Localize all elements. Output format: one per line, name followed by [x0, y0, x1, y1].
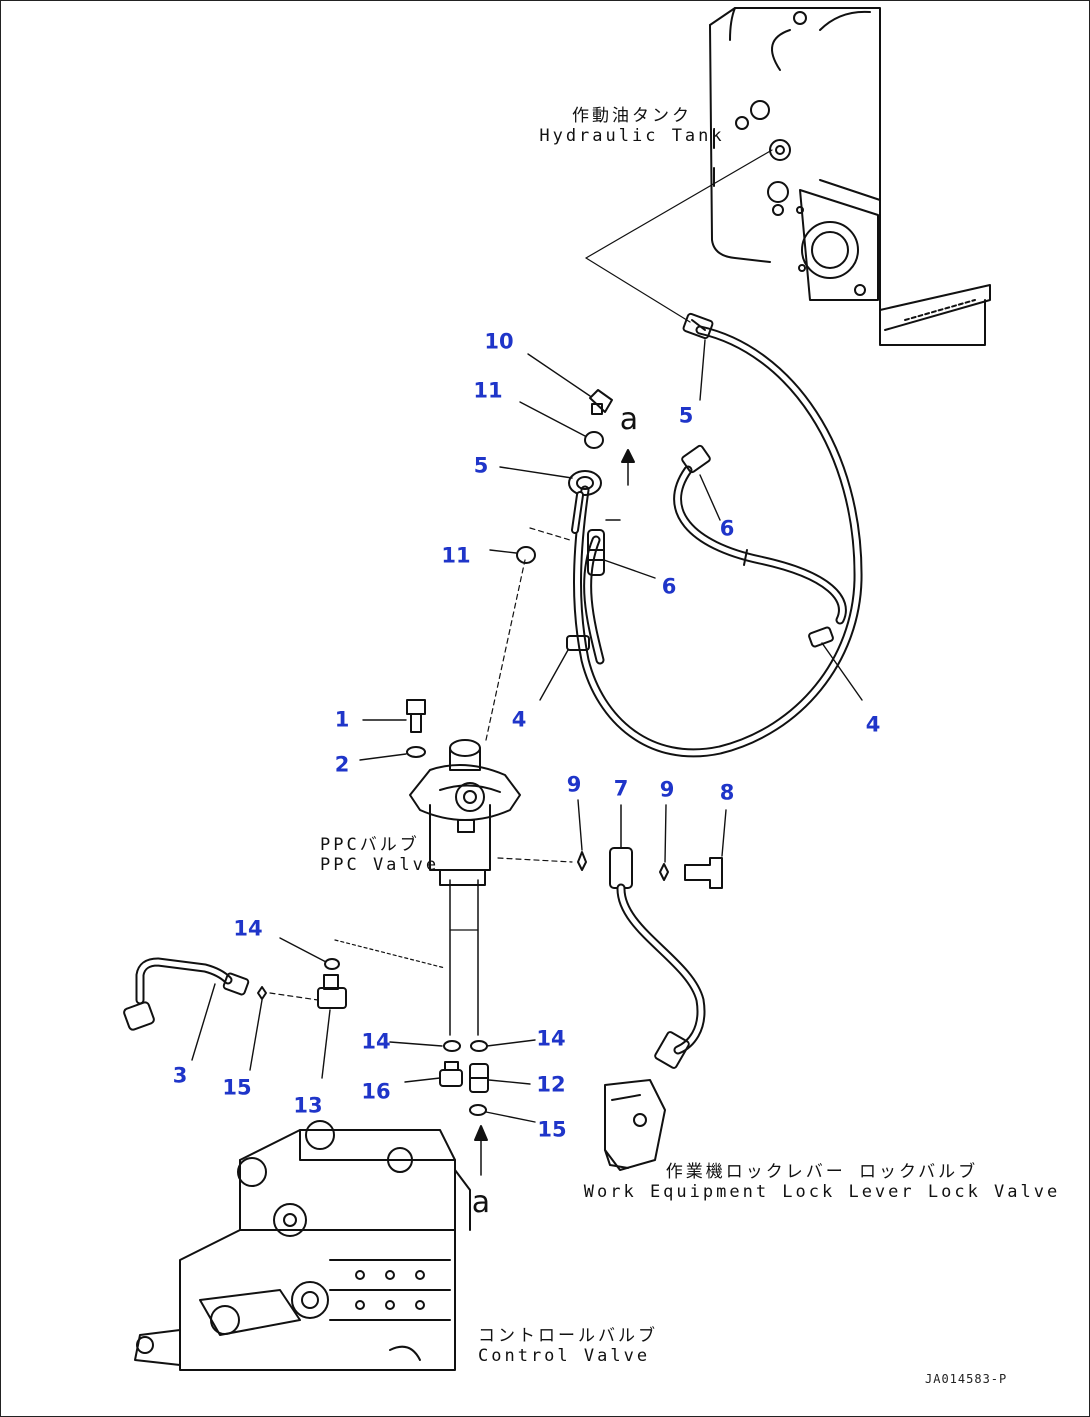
callout-3: 3: [172, 1063, 188, 1088]
callout-4-left: 4: [511, 707, 527, 732]
clamp-4-left: [566, 635, 590, 651]
o-ring-9-right: [659, 863, 669, 881]
callout-5-left: 5: [473, 453, 489, 478]
ppc-valve-label: PPCバルブ PPC Valve: [320, 835, 439, 876]
control-valve-label-en: Control Valve: [478, 1346, 651, 1367]
elbow-5: [568, 470, 602, 534]
callout-8: 8: [719, 780, 735, 805]
plug-16: [439, 1061, 463, 1087]
tube-3: [123, 957, 250, 1031]
hydraulic-tank-drawing: [709, 7, 991, 346]
o-ring-15-lower: [469, 1104, 487, 1116]
ppc-valve-drawing: [409, 739, 521, 886]
control-valve-label-jp: コントロールバルブ: [478, 1326, 658, 1346]
callout-15-left: 15: [222, 1075, 252, 1100]
hydraulic-tank-label-jp: 作動油タンク: [571, 106, 692, 126]
lock-valve-label-en: Work Equipment Lock Lever Lock Valve: [583, 1182, 1061, 1203]
o-ring-9-left: [577, 851, 587, 871]
control-valve-label: コントロールバルブ Control Valve: [478, 1326, 658, 1367]
o-ring-15-left: [257, 986, 267, 1000]
callout-leaders: [191, 339, 863, 1123]
callout-14-left: 14: [361, 1029, 391, 1054]
ppc-valve-label-jp: PPCバルブ: [320, 835, 420, 855]
bolt-1: [406, 699, 426, 733]
fitting-10: [589, 389, 613, 415]
plug-8: [684, 857, 723, 889]
hydraulic-tank-label: 作動油タンク Hydraulic Tank: [539, 106, 724, 147]
callout-16: 16: [361, 1079, 391, 1104]
callout-12: 12: [536, 1072, 566, 1097]
callout-2: 2: [334, 752, 350, 777]
fitting-13: [317, 974, 347, 1009]
lock-valve-label-jp: 作業機ロックレバー ロックバルブ: [665, 1162, 979, 1182]
callout-15-lower: 15: [537, 1117, 567, 1142]
o-ring-11-upper: [584, 431, 604, 449]
lock-valve-drawing: [604, 1079, 666, 1171]
callout-6-right: 6: [719, 516, 735, 541]
callout-13: 13: [293, 1093, 323, 1118]
control-valve-drawing: [134, 1120, 471, 1371]
o-ring-14-right: [470, 1040, 488, 1052]
figure-id: JA014583-P: [925, 1372, 1008, 1386]
callout-9-right: 9: [659, 777, 675, 802]
callout-5-right: 5: [678, 403, 694, 428]
o-ring-11-lower: [516, 546, 536, 564]
callout-9-left: 9: [566, 772, 582, 797]
reference-letter-lower: a: [471, 1185, 491, 1220]
callout-14-upper: 14: [233, 916, 263, 941]
o-ring-14-left: [443, 1040, 461, 1052]
callout-11-lower: 11: [441, 543, 471, 568]
callout-10: 10: [484, 329, 514, 354]
lock-valve-label: 作業機ロックレバー ロックバルブ Work Equipment Lock Lev…: [584, 1162, 1060, 1203]
union-12: [469, 1063, 489, 1093]
callout-6-left: 6: [661, 574, 677, 599]
washer-2: [406, 746, 426, 758]
clamp-4-right: [808, 626, 834, 648]
hose-7: [609, 804, 706, 1069]
callout-7: 7: [613, 776, 629, 801]
ppc-valve-label-en: PPC Valve: [320, 855, 440, 876]
o-ring-14-upper: [324, 958, 340, 970]
hose-5-long: [573, 312, 863, 758]
callout-11-upper: 11: [473, 378, 503, 403]
callout-1: 1: [334, 707, 350, 732]
reference-letter-upper: a: [619, 402, 639, 437]
hydraulic-tank-label-en: Hydraulic Tank: [539, 126, 725, 147]
callout-4-right: 4: [865, 712, 881, 737]
callout-14-right: 14: [536, 1026, 566, 1051]
hose-6: [583, 444, 847, 665]
